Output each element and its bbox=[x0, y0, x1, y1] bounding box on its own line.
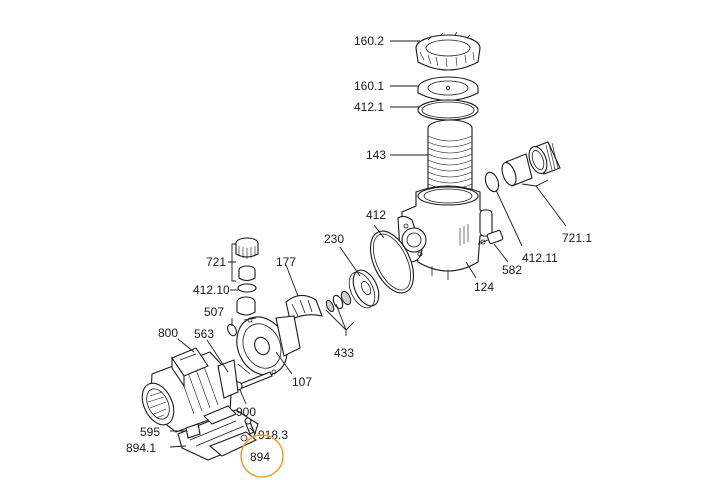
part-outlet-nozzle bbox=[236, 296, 256, 316]
label-412-11: 412.11 bbox=[522, 251, 558, 265]
part-basket-143 bbox=[427, 119, 473, 199]
part-sealplate-107 bbox=[236, 315, 301, 376]
leader-lines bbox=[169, 40, 567, 448]
label-433: 433 bbox=[334, 346, 354, 360]
part-housing-124 bbox=[397, 185, 493, 280]
label-177: 177 bbox=[276, 255, 296, 269]
label-507: 507 bbox=[204, 305, 224, 319]
label-721-1: 721.1 bbox=[562, 231, 592, 245]
label-918-3: 918.3 bbox=[258, 428, 288, 442]
part-diffuser-177 bbox=[285, 294, 323, 321]
label-894-1: 894.1 bbox=[126, 441, 156, 455]
label-595: 595 bbox=[140, 425, 160, 439]
label-721: 721 bbox=[206, 255, 226, 269]
part-motor-800 bbox=[141, 347, 239, 433]
label-894: 894 bbox=[250, 450, 270, 464]
label-412-10: 412.10 bbox=[193, 283, 230, 297]
label-143: 143 bbox=[366, 148, 386, 162]
label-582: 582 bbox=[502, 263, 522, 277]
part-gasket-412 bbox=[369, 230, 415, 294]
part-union-721 bbox=[235, 237, 259, 282]
highlight-circle-894 bbox=[240, 434, 284, 478]
part-oring-412-11 bbox=[484, 171, 500, 193]
part-impeller-230 bbox=[348, 269, 380, 309]
part-oring-412-1 bbox=[417, 99, 479, 121]
label-563: 563 bbox=[194, 327, 214, 341]
label-160-1: 160.1 bbox=[354, 79, 384, 93]
part-lid-160-2 bbox=[415, 31, 481, 71]
label-800: 800 bbox=[158, 326, 178, 340]
part-union-721-1 bbox=[501, 141, 561, 187]
label-900: 900 bbox=[236, 405, 256, 419]
part-oring-412-10 bbox=[237, 283, 257, 293]
part-cover-160-1 bbox=[417, 76, 479, 101]
label-230: 230 bbox=[324, 232, 344, 246]
part-screw-507 bbox=[227, 323, 237, 337]
label-412-1: 412.1 bbox=[354, 100, 384, 114]
label-160-2: 160.2 bbox=[354, 34, 384, 48]
part-plug-582 bbox=[477, 229, 504, 245]
part-foot-894 bbox=[208, 431, 258, 457]
part-labels: 160.2 160.1 412.1 143 412 230 721 177 41… bbox=[126, 34, 592, 464]
part-bolt-900 bbox=[233, 371, 273, 391]
label-124: 124 bbox=[474, 280, 494, 294]
part-seal-433 bbox=[325, 290, 352, 313]
label-412: 412 bbox=[366, 208, 386, 222]
label-107: 107 bbox=[292, 375, 312, 389]
